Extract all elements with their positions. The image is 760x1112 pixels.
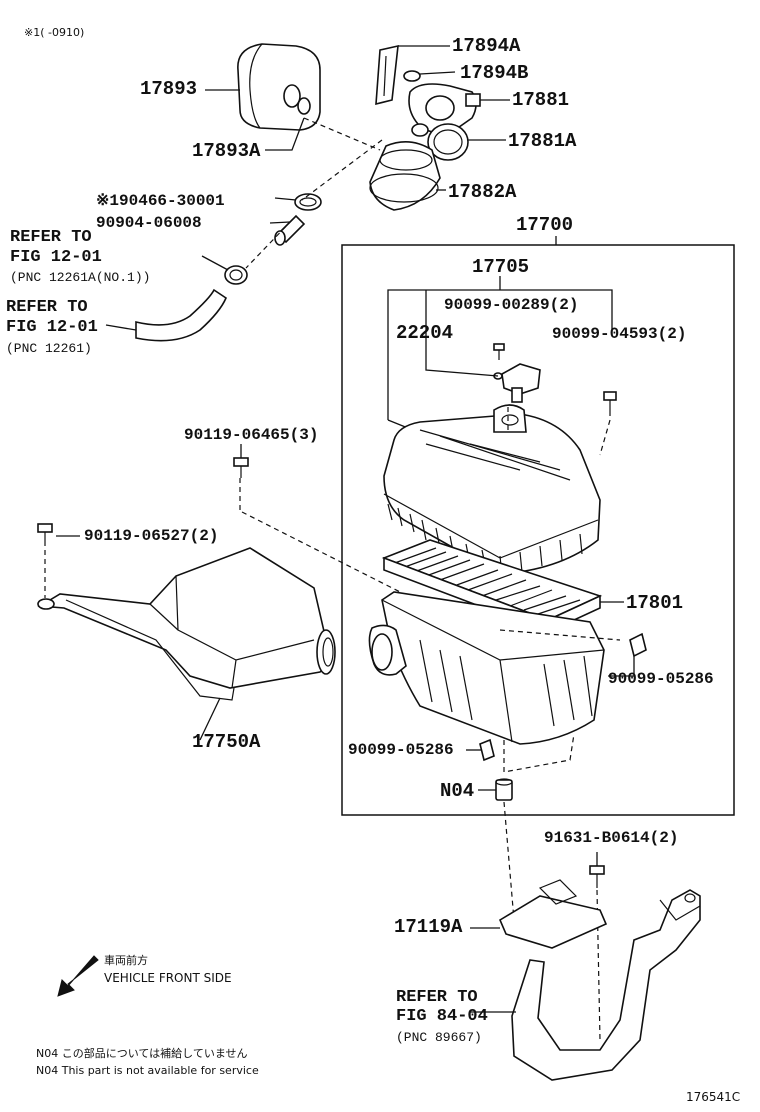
grommet-05286-r <box>629 632 647 658</box>
label-17881: 17881 <box>512 89 570 111</box>
label-90099-00289: 90099-00289(2) <box>444 296 579 314</box>
vehicle-front-arrow <box>57 955 99 997</box>
clamp-17881A <box>411 123 469 161</box>
label-17119A: 17119A <box>394 916 463 938</box>
resonator-17893 <box>237 43 321 131</box>
label-91631: 91631-B0614(2) <box>544 829 679 847</box>
label-17705: 17705 <box>472 256 530 278</box>
hose-17882A <box>369 141 441 211</box>
label-90466: ※190466-30001 <box>96 192 225 210</box>
label-17894A: 17894A <box>452 35 521 57</box>
connector-17894A <box>375 44 399 106</box>
part-N04 <box>495 778 513 801</box>
figure-id: 176541C <box>686 1090 741 1104</box>
assembly-box-17700 <box>341 244 735 816</box>
clamp-90466 <box>294 193 322 211</box>
label-17893A: 17893A <box>192 140 261 162</box>
air-cleaner-case <box>368 591 605 745</box>
sensor-22204 <box>493 363 541 403</box>
label-90119-06465: 90119-06465(3) <box>184 426 319 444</box>
label-17893: 17893 <box>140 78 198 100</box>
intake-duct-17750A <box>37 547 336 701</box>
refer-12-01a-line3: (PNC 12261A(NO.1)) <box>10 270 151 285</box>
refer-84-04-line2: FIG 84-04 <box>396 1007 488 1026</box>
footnote-header: ※1( -0910) <box>24 26 85 39</box>
battery-tray-89667 <box>511 889 701 1081</box>
bolt-06527 <box>37 523 53 546</box>
refer-12-01b-line3: (PNC 12261) <box>6 341 92 356</box>
refer-84-04-line3: (PNC 89667) <box>396 1030 482 1045</box>
clip-17894B <box>403 70 421 82</box>
screw-00289 <box>493 343 505 360</box>
grommet-05286-l <box>479 738 495 762</box>
label-17700: 17700 <box>516 214 574 236</box>
bolt-91631 <box>589 865 605 888</box>
legend-jp: 車両前方 <box>104 954 148 967</box>
note-jp: N04 この部品については補給していません <box>36 1047 248 1060</box>
union-90904 <box>274 214 306 246</box>
label-90119-06527: 90119-06527(2) <box>84 527 219 545</box>
label-N04: N04 <box>440 780 475 802</box>
label-90904: 90904-06008 <box>96 214 202 232</box>
refer-12-01a-line2: FIG 12-01 <box>10 248 102 267</box>
label-17881A: 17881A <box>508 130 577 152</box>
note-en: N04 This part is not available for servi… <box>36 1064 259 1077</box>
label-17894B: 17894B <box>460 62 529 84</box>
legend-en: VEHICLE FRONT SIDE <box>104 971 232 985</box>
label-17882A: 17882A <box>448 181 517 203</box>
refer-12-01b-line1: REFER TO <box>6 298 88 317</box>
screw-04593 <box>603 391 617 416</box>
label-17801: 17801 <box>626 592 684 614</box>
hose-clamp-small <box>224 265 248 285</box>
label-90099-05286-right: 90099-05286 <box>608 670 714 688</box>
breather-hose <box>135 288 227 342</box>
label-17750A: 17750A <box>192 731 261 753</box>
refer-84-04-line1: REFER TO <box>396 988 478 1007</box>
refer-12-01b-line2: FIG 12-01 <box>6 318 98 337</box>
airflow-meter-17881 <box>408 83 481 134</box>
label-90099-04593: 90099-04593(2) <box>552 325 687 343</box>
bracket-17119A <box>498 879 608 949</box>
refer-12-01a-line1: REFER TO <box>10 228 92 247</box>
label-22204: 22204 <box>396 322 454 344</box>
bolt-06465 <box>233 457 249 478</box>
label-90099-05286-left: 90099-05286 <box>348 741 454 759</box>
